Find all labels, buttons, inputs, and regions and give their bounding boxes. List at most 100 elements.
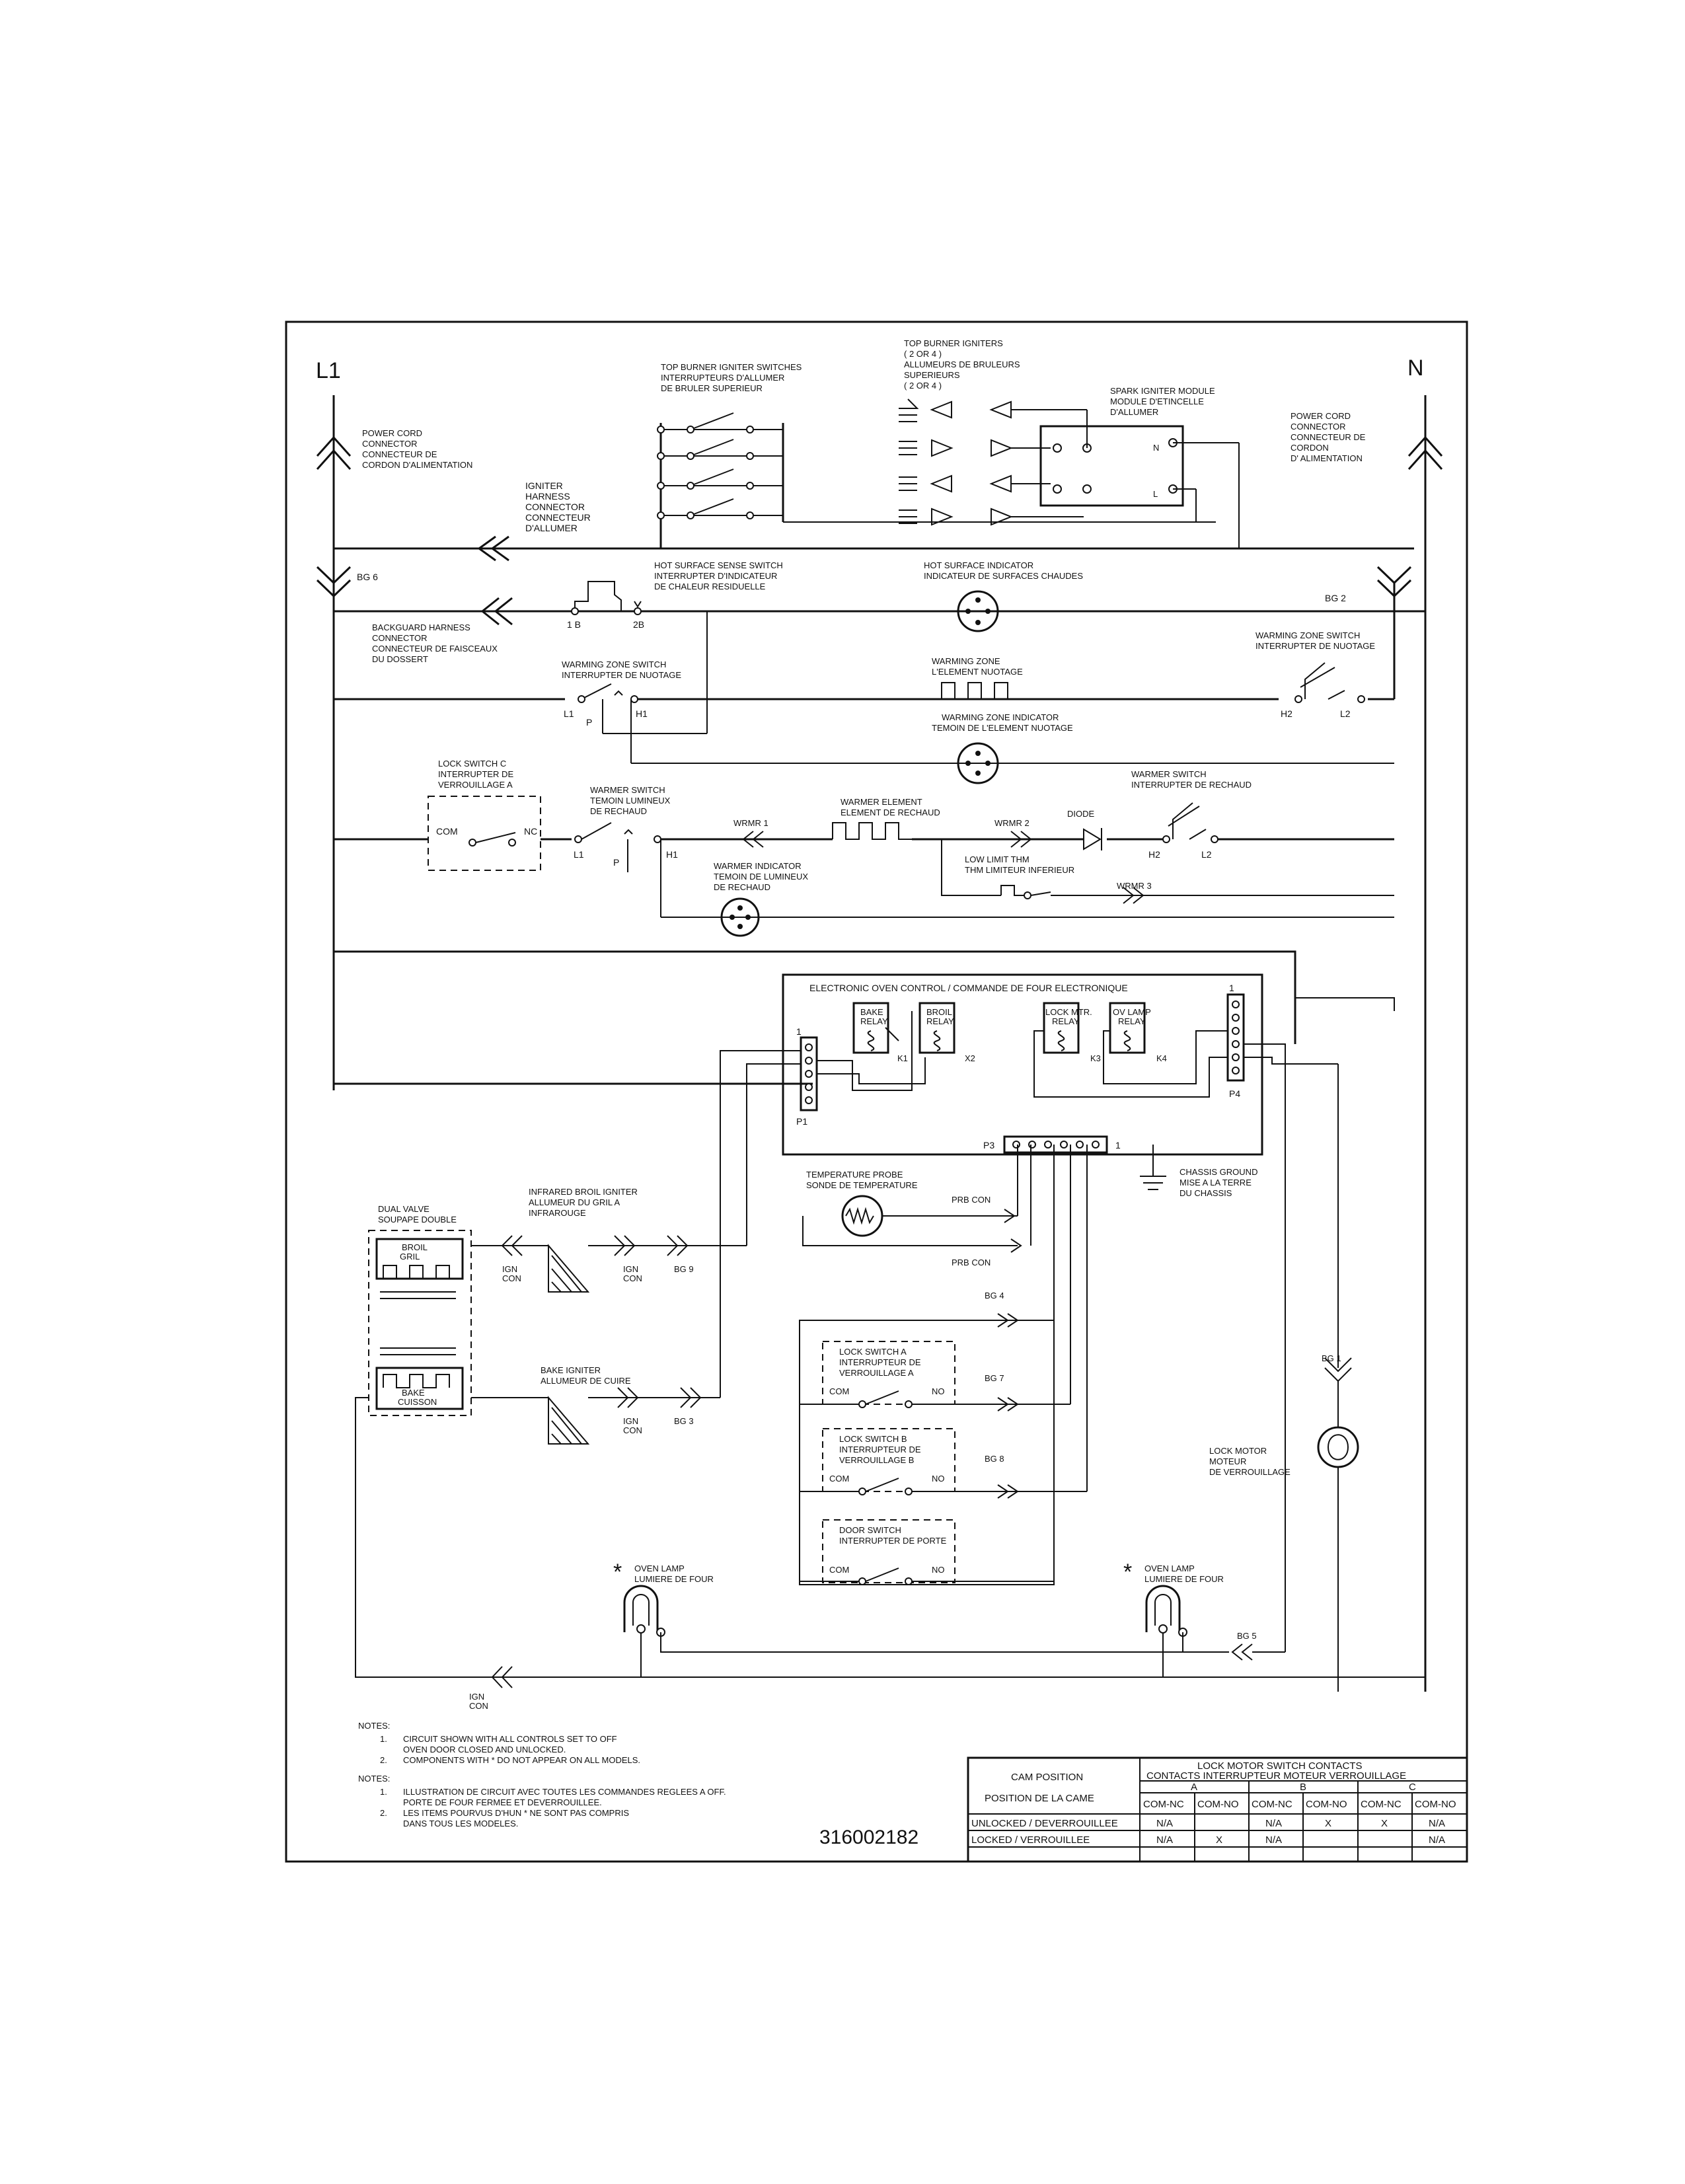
svg-text:CONTACTS INTERRUPTEUR MOTEUR V: CONTACTS INTERRUPTEUR MOTEUR VERROUILLAG…: [1146, 1770, 1406, 1782]
svg-text:CONNECTEUR DE FAISCEAUX: CONNECTEUR DE FAISCEAUX: [372, 644, 498, 654]
svg-text:BG 1: BG 1: [1322, 1353, 1341, 1363]
svg-text:CONNECTOR: CONNECTOR: [362, 439, 418, 449]
svg-text:BAKE IGNITER: BAKE IGNITER: [541, 1365, 601, 1375]
svg-text:WARMER ELEMENT: WARMER ELEMENT: [841, 797, 922, 807]
svg-text:INTERRUPTER DE PORTE: INTERRUPTER DE PORTE: [839, 1536, 947, 1546]
svg-text:IGN: IGN: [502, 1264, 517, 1274]
lock-switch-a: LOCK SWITCH A INTERRUPTEUR DE VERROUILLA…: [800, 1145, 1071, 1412]
svg-text:VERROUILLAGE A: VERROUILLAGE A: [438, 780, 513, 790]
lock-switch-b: LOCK SWITCH B INTERRUPTEUR DE VERROUILLA…: [800, 1145, 1088, 1499]
svg-text:COM-NC: COM-NC: [1361, 1799, 1402, 1810]
top-burner-igniters: TOP BURNER IGNITERS ( 2 OR 4 ) ALLUMEURS…: [899, 338, 1084, 526]
svg-text:TOP BURNER IGNITER SWITCHES: TOP BURNER IGNITER SWITCHES: [661, 362, 802, 372]
svg-text:NO: NO: [932, 1386, 945, 1396]
svg-text:DE BRULER SUPERIEUR: DE BRULER SUPERIEUR: [661, 383, 763, 393]
svg-text:IGN: IGN: [623, 1264, 638, 1274]
svg-text:PRB CON: PRB CON: [952, 1195, 991, 1205]
svg-text:*: *: [613, 1560, 622, 1585]
notes-french: NOTES: 1. ILLUSTRATION DE CIRCUIT AVEC T…: [358, 1774, 726, 1828]
svg-text:BACKGUARD HARNESS: BACKGUARD HARNESS: [372, 622, 470, 632]
svg-text:WRMR 1: WRMR 1: [733, 818, 768, 828]
svg-text:X2: X2: [965, 1053, 975, 1063]
svg-text:NO: NO: [932, 1474, 945, 1484]
svg-text:SPARK IGNITER MODULE: SPARK IGNITER MODULE: [1110, 386, 1215, 396]
svg-text:SOUPAPE DOUBLE: SOUPAPE DOUBLE: [378, 1215, 457, 1224]
svg-text:IGN: IGN: [469, 1692, 484, 1702]
svg-text:DU CHASSIS: DU CHASSIS: [1180, 1188, 1232, 1198]
svg-text:MISE A LA TERRE: MISE A LA TERRE: [1180, 1178, 1252, 1187]
svg-text:LOCK SWITCH B: LOCK SWITCH B: [839, 1434, 907, 1444]
svg-text:L'ELEMENT NUOTAGE: L'ELEMENT NUOTAGE: [932, 667, 1023, 677]
svg-text:1.: 1.: [380, 1734, 387, 1744]
bake-igniter: BAKE IGNITER ALLUMEUR DE CUIRE IGN CON B…: [471, 1050, 801, 1445]
part-number: 316002182: [819, 1826, 918, 1848]
svg-text:ALLUMEUR DU GRIL A: ALLUMEUR DU GRIL A: [529, 1197, 620, 1207]
lock-switch-c: LOCK SWITCH C INTERRUPTER DE VERROUILLAG…: [428, 759, 541, 871]
svg-text:LES ITEMS POURVUS D'HUN * NE S: LES ITEMS POURVUS D'HUN * NE SONT PAS CO…: [403, 1808, 629, 1818]
lock-switches-group: BG 4: [799, 1145, 1055, 1585]
svg-text:N/A: N/A: [1429, 1834, 1445, 1846]
svg-text:CORDON: CORDON: [1291, 443, 1329, 453]
svg-text:BG 7: BG 7: [985, 1373, 1004, 1383]
svg-text:INFRARED BROIL IGNITER: INFRARED BROIL IGNITER: [529, 1187, 638, 1197]
svg-text:1: 1: [796, 1026, 802, 1037]
svg-text:RELAY: RELAY: [1118, 1016, 1146, 1026]
lock-motor-contacts-table: CAM POSITION POSITION DE LA CAME LOCK MO…: [967, 1756, 1468, 1863]
svg-text:COM: COM: [436, 826, 458, 837]
svg-text:TEMPERATURE PROBE: TEMPERATURE PROBE: [806, 1170, 903, 1180]
svg-text:RELAY: RELAY: [1052, 1016, 1080, 1026]
bg2-label: BG 2: [1325, 593, 1346, 603]
spark-igniter-module: SPARK IGNITER MODULE MODULE D'ETINCELLE …: [1039, 386, 1240, 548]
svg-text:WARMING ZONE SWITCH: WARMING ZONE SWITCH: [562, 659, 666, 669]
svg-text:TEMOIN DE LUMINEUX: TEMOIN DE LUMINEUX: [714, 872, 808, 882]
svg-text:INTERRUPTEUR DE: INTERRUPTEUR DE: [839, 1445, 921, 1454]
svg-text:WARMER SWITCH: WARMER SWITCH: [1131, 769, 1207, 779]
svg-text:IGN: IGN: [623, 1416, 638, 1426]
warming-zone-indicator: WARMING ZONE INDICATOR TEMOIN DE L'ELEME…: [631, 712, 1394, 784]
dual-valve: DUAL VALVE SOUPAPE DOUBLE BROIL GRIL BAK…: [368, 1204, 472, 1416]
svg-text:CONNECTOR: CONNECTOR: [525, 502, 585, 512]
svg-text:BG 4: BG 4: [985, 1291, 1004, 1300]
svg-text:COM-NC: COM-NC: [1252, 1799, 1292, 1810]
svg-text:DUAL VALVE: DUAL VALVE: [378, 1204, 430, 1214]
svg-text:BG 5: BG 5: [1237, 1631, 1257, 1641]
svg-text:WRMR 2: WRMR 2: [994, 818, 1030, 828]
svg-text:DOOR SWITCH: DOOR SWITCH: [839, 1525, 901, 1535]
svg-text:2.: 2.: [380, 1755, 387, 1765]
svg-text:VERROUILLAGE A: VERROUILLAGE A: [839, 1368, 914, 1378]
svg-text:INTERRUPTEURS D'ALLUMER: INTERRUPTEURS D'ALLUMER: [661, 373, 784, 383]
svg-text:D'ALLUMER: D'ALLUMER: [1110, 407, 1158, 417]
svg-text:DE CHALEUR RESIDUELLE: DE CHALEUR RESIDUELLE: [654, 582, 766, 591]
svg-text:DE VERROUILLAGE: DE VERROUILLAGE: [1209, 1467, 1291, 1477]
svg-text:TEMOIN LUMINEUX: TEMOIN LUMINEUX: [590, 796, 671, 806]
svg-text:WARMING ZONE INDICATOR: WARMING ZONE INDICATOR: [942, 712, 1059, 722]
svg-text:N/A: N/A: [1265, 1834, 1282, 1846]
svg-text:INTERRUPTER DE RECHAUD: INTERRUPTER DE RECHAUD: [1131, 780, 1252, 790]
temperature-probe: TEMPERATURE PROBE SONDE DE TEMPERATURE P…: [802, 1145, 1031, 1267]
svg-text:LOCK SWITCH C: LOCK SWITCH C: [438, 759, 506, 769]
neutral-label: N: [1407, 356, 1424, 381]
chassis-ground: CHASSIS GROUND MISE A LA TERRE DU CHASSI…: [1140, 1145, 1257, 1198]
oven-lamp-left: * OVEN LAMP LUMIERE DE FOUR: [613, 1560, 1229, 1677]
svg-text:NOTES:: NOTES:: [358, 1774, 390, 1784]
svg-text:COM-NO: COM-NO: [1306, 1799, 1347, 1810]
svg-text:P3: P3: [983, 1140, 994, 1150]
power-cord-connector-right: POWER CORD CONNECTOR CONNECTEUR DE CORDO…: [1291, 411, 1366, 463]
svg-text:N/A: N/A: [1156, 1818, 1173, 1829]
svg-text:COMPONENTS WITH * DO NOT APPEA: COMPONENTS WITH * DO NOT APPEAR ON ALL M…: [403, 1755, 640, 1765]
svg-text:BG 9: BG 9: [674, 1264, 694, 1274]
svg-text:INTERRUPTER DE NUOTAGE: INTERRUPTER DE NUOTAGE: [562, 670, 681, 680]
notes-english: NOTES: 1. CIRCUIT SHOWN WITH ALL CONTROL…: [358, 1721, 640, 1765]
svg-text:INFRAROUGE: INFRAROUGE: [529, 1208, 586, 1218]
svg-text:L2: L2: [1340, 708, 1351, 719]
svg-text:MODULE D'ETINCELLE: MODULE D'ETINCELLE: [1110, 396, 1204, 406]
svg-text:OVEN LAMP: OVEN LAMP: [634, 1563, 685, 1573]
svg-text:DANS TOUS LES MODELES.: DANS TOUS LES MODELES.: [403, 1819, 518, 1828]
svg-text:SUPERIEURS: SUPERIEURS: [904, 370, 960, 380]
svg-text:CHASSIS GROUND: CHASSIS GROUND: [1180, 1167, 1257, 1177]
svg-text:LOCK SWITCH A: LOCK SWITCH A: [839, 1347, 907, 1357]
svg-text:TEMOIN DE L'ELEMENT NUOTAGE: TEMOIN DE L'ELEMENT NUOTAGE: [932, 723, 1073, 733]
hot-surface-sense-switch: HOT SURFACE SENSE SWITCH INTERRUPTER D'I…: [567, 560, 783, 630]
